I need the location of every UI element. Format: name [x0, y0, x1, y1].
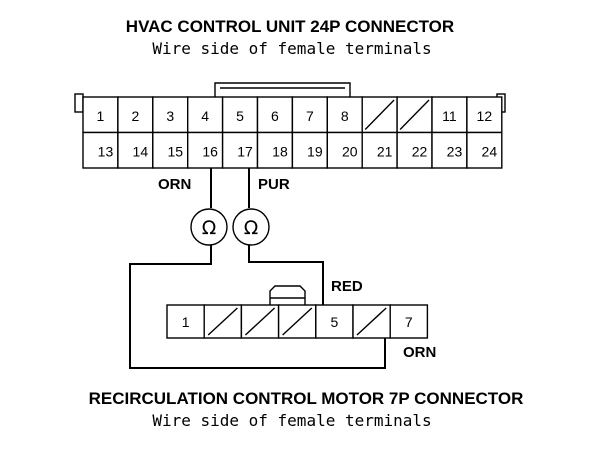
- wire-label-orn-bottom: ORN: [403, 344, 436, 361]
- top-pin-label: 1: [97, 108, 105, 124]
- top-row2-cell: [431, 131, 468, 169]
- top-pin-label: 5: [236, 108, 244, 124]
- top-pin-label: 4: [201, 108, 209, 124]
- top-pin-label: 17: [237, 144, 253, 160]
- ohm-right-symbol: Ω: [244, 217, 259, 239]
- top-pin-label: 16: [202, 144, 218, 160]
- top-pin-label: 3: [166, 108, 174, 124]
- top-row2-cell: [256, 131, 294, 169]
- top-row1-cell: [186, 96, 224, 134]
- ohmmeter-left: Ω: [190, 208, 228, 246]
- top-pin-label: 24: [482, 144, 498, 160]
- top-pin-label: 6: [271, 108, 279, 124]
- empty-cavity-slash: [207, 307, 238, 336]
- top-pin-label: 20: [342, 144, 358, 160]
- top-pin-label: 13: [98, 144, 114, 160]
- top-row1-cell: [256, 96, 294, 134]
- wire-label-orn-top: ORN: [158, 176, 191, 193]
- top-connector-subtitle: Wire side of female terminals: [152, 39, 431, 58]
- top-row2-cell: [221, 131, 259, 169]
- bottom-pin-label: 7: [405, 314, 413, 330]
- wire-orn-loop: [129, 245, 386, 369]
- wire-label-red: RED: [331, 278, 363, 295]
- top-row2-cell: [117, 131, 154, 169]
- empty-cavity-slash: [282, 307, 313, 336]
- top-pin-label: 7: [306, 108, 314, 124]
- bottom-connector-title: RECIRCULATION CONTROL MOTOR 7P CONNECTOR: [89, 389, 524, 408]
- empty-cavity-slash: [399, 99, 430, 130]
- top-pin-label: 14: [133, 144, 149, 160]
- top-pin-label: 8: [341, 108, 349, 124]
- top-pin-label: 18: [272, 144, 288, 160]
- empty-cavity-slash: [356, 307, 387, 336]
- bottom-connector-subtitle: Wire side of female terminals: [152, 411, 431, 430]
- wire-label-pur: PUR: [258, 176, 290, 193]
- top-pin-label: 15: [167, 144, 183, 160]
- top-pin-label: 23: [447, 144, 463, 160]
- top-pin-label: 22: [412, 144, 428, 160]
- bottom-cell: [389, 304, 429, 339]
- bottom-pin-label: 5: [331, 314, 339, 330]
- top-pin-label: 2: [131, 108, 139, 124]
- top-pin-label: 12: [477, 108, 493, 124]
- top-pin-label: 11: [442, 108, 457, 124]
- top-row1-cell: [466, 96, 503, 134]
- top-row1-cell: [291, 96, 328, 134]
- ohmmeter-right: Ω: [232, 208, 270, 246]
- wire-red: [248, 245, 324, 305]
- top-pin-label: 19: [307, 144, 323, 160]
- bottom-cell: [166, 304, 205, 339]
- top-connector-title: HVAC CONTROL UNIT 24P CONNECTOR: [126, 17, 454, 36]
- top-row2-cell: [466, 131, 503, 169]
- empty-cavity-slash: [244, 307, 276, 336]
- empty-cavity-slash: [364, 99, 395, 130]
- ohm-left-symbol: Ω: [202, 217, 217, 239]
- bottom-pin-label: 1: [182, 314, 190, 330]
- top-row1-cell: [152, 96, 189, 134]
- recirc-7p-connector: 1 5 7: [166, 285, 429, 339]
- top-row2-cell: [291, 131, 328, 169]
- top-pin-label: 21: [377, 144, 393, 160]
